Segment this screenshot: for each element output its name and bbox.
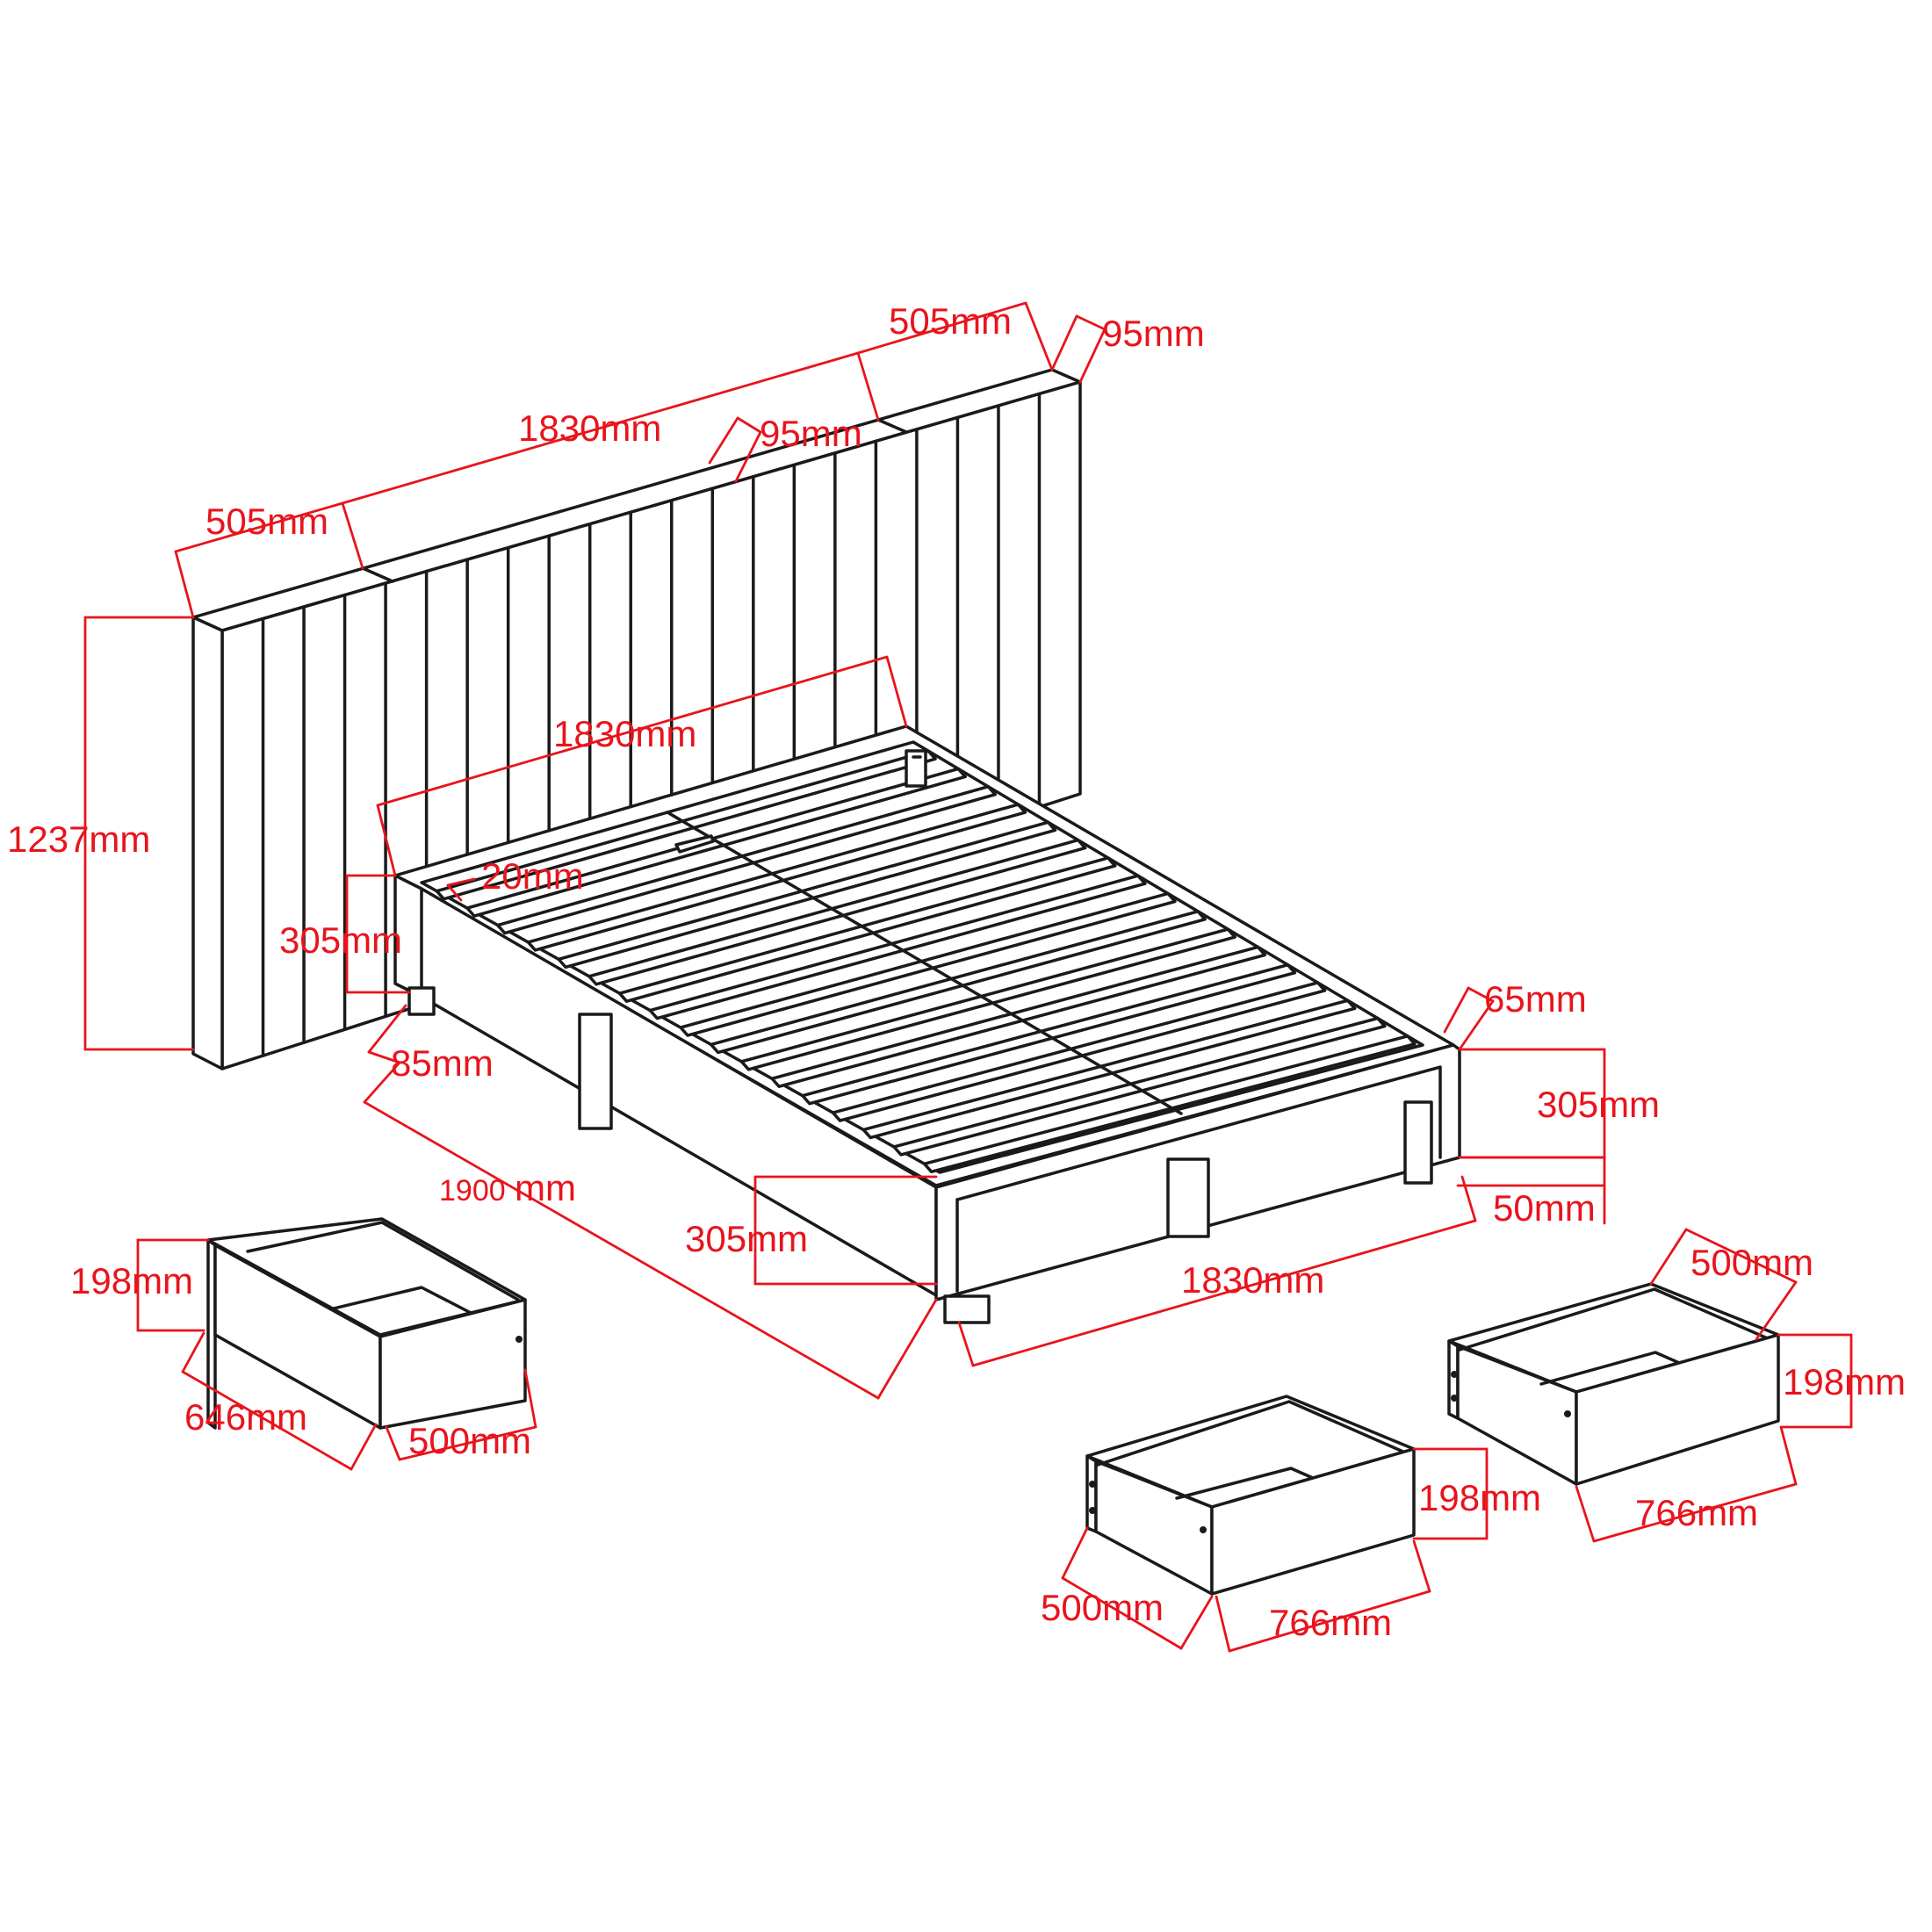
drawer-small [206, 1217, 527, 1430]
bed-frame [393, 724, 1461, 1324]
label-foot-width: 1830mm [1181, 1259, 1324, 1301]
headboard-channels [261, 392, 1042, 1057]
label-right-drawer-depth: 500mm [1690, 1242, 1813, 1283]
dimension-labels: 505mm 95mm 1830mm 95mm 505mm 1237mm 1830… [7, 300, 1906, 1643]
label-front-drawer-depth: 500mm [1041, 1587, 1164, 1628]
drawer-large-right [1447, 1282, 1780, 1486]
label-inner-width: 1830mm [553, 713, 696, 754]
label-right-panel-depth: 95mm [1102, 313, 1205, 354]
label-front-drawer-height: 198mm [1418, 1477, 1541, 1518]
label-right-panel-width: 505mm [889, 300, 1012, 342]
label-center-depth: 95mm [760, 413, 862, 454]
label-foot-height: 305mm [1537, 1084, 1660, 1125]
bed-slat [892, 1016, 1387, 1157]
bed-slat [831, 981, 1327, 1122]
drawer-large-front [1085, 1395, 1416, 1596]
label-headboard-height: 1237mm [7, 818, 150, 860]
label-small-drawer-height: 198mm [70, 1260, 193, 1301]
label-headboard-width: 1830mm [518, 407, 661, 449]
label-right-drawer-height: 198mm [1783, 1361, 1906, 1402]
label-right-drawer-width: 766mm [1635, 1492, 1758, 1533]
label-front-drawer-width: 766mm [1269, 1602, 1392, 1643]
label-foot-depth: 65mm [1484, 978, 1587, 1020]
label-small-drawer-width: 500mm [408, 1420, 531, 1461]
label-small-drawer-length: 646mm [184, 1396, 307, 1438]
label-left-panel-width: 505mm [205, 501, 328, 542]
label-side-height: 305mm [685, 1218, 808, 1259]
label-leg-height-right: 50mm [1493, 1187, 1596, 1229]
label-leg-height-left: 85mm [391, 1042, 494, 1084]
label-length-unit: mm [515, 1167, 576, 1208]
dimension-lines [83, 301, 1853, 1653]
bed-slat [922, 1034, 1417, 1174]
bed-slat [861, 998, 1357, 1140]
label-rail-thickness: 20mm [481, 855, 584, 897]
label-length-value: 1900 [439, 1174, 506, 1208]
label-rail-height: 305mm [279, 919, 402, 961]
